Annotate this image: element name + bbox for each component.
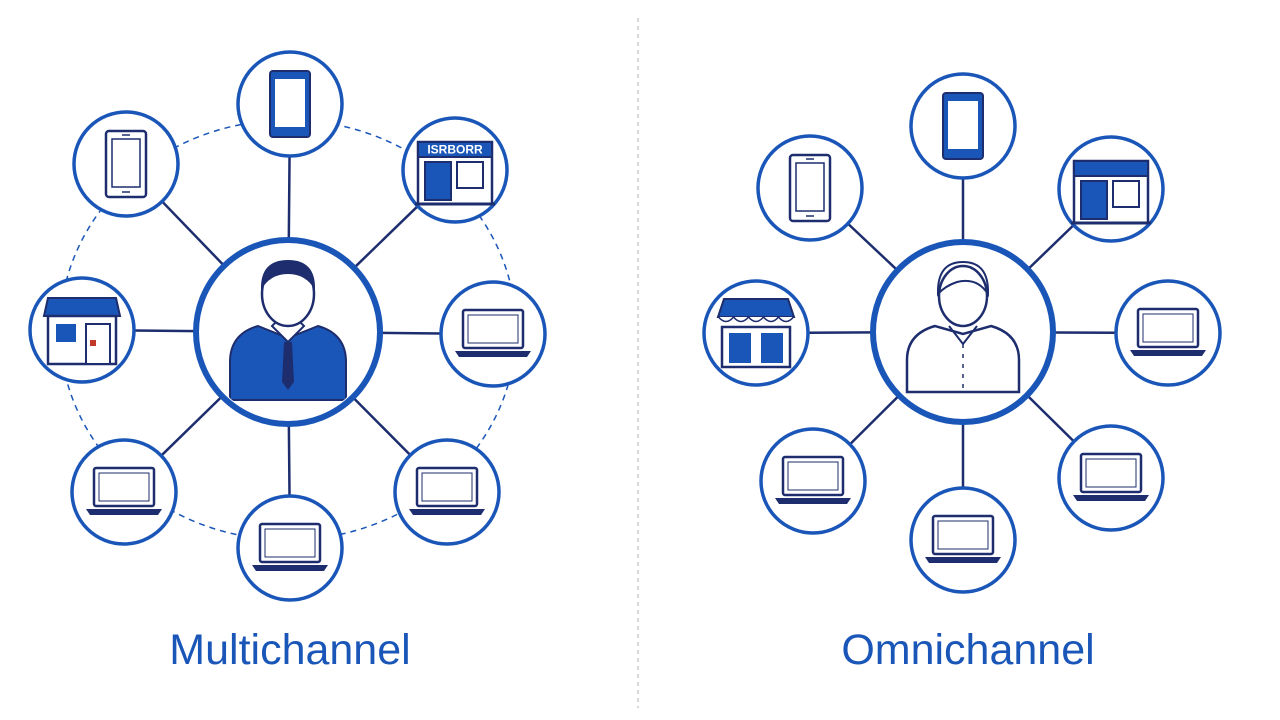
channel-node — [28, 276, 136, 384]
storefront-icon: ISRBORR — [415, 140, 495, 206]
hub-connector-line — [849, 394, 901, 446]
channel-node — [756, 134, 864, 242]
channel-node — [236, 494, 344, 602]
tablet-icon — [788, 153, 832, 223]
laptop-icon — [252, 522, 328, 571]
laptop-icon — [455, 308, 531, 357]
hub-connector-line — [1026, 224, 1075, 271]
laptop-icon — [1130, 307, 1206, 356]
laptop-icon — [925, 514, 1001, 563]
laptop-icon — [1073, 452, 1149, 501]
multichannel-title: Multichannel — [169, 626, 411, 674]
channel-node — [702, 279, 810, 387]
channel-node — [1057, 135, 1165, 243]
laptop-icon — [86, 466, 162, 515]
hub-node — [193, 237, 383, 427]
storefront-icon — [1071, 159, 1151, 225]
channel-node: ISRBORR — [401, 116, 509, 224]
laptop-icon — [409, 466, 485, 515]
hub-connector-line — [353, 205, 419, 269]
channel-node — [909, 72, 1017, 180]
shop-icon — [42, 297, 122, 366]
channel-node — [393, 438, 501, 546]
channel-node — [1114, 279, 1222, 387]
channel-node — [236, 50, 344, 158]
smartphone-icon — [269, 70, 311, 138]
omnichannel-diagram — [702, 72, 1222, 594]
channel-node — [909, 486, 1017, 594]
laptop-icon — [775, 455, 851, 504]
hub-connector-line — [287, 423, 291, 497]
multichannel-diagram: ISRBORR — [28, 50, 547, 602]
hub-connector-line — [161, 200, 226, 267]
channel-node — [72, 110, 180, 218]
svg-text:ISRBORR: ISRBORR — [427, 143, 483, 157]
market-stall-icon — [716, 298, 796, 369]
tablet-icon — [104, 129, 148, 199]
hub-connector-line — [847, 222, 899, 272]
person-outline-icon — [905, 260, 1021, 394]
hub-connector-line — [133, 329, 197, 333]
business-person-icon — [229, 260, 347, 401]
hub-connector-line — [287, 155, 291, 241]
hub-connector-line — [351, 396, 412, 456]
channel-node — [70, 438, 178, 546]
channel-node — [759, 427, 867, 535]
hub-connector-line — [1026, 394, 1075, 443]
hub-connector-line — [379, 331, 442, 335]
channel-node — [439, 280, 547, 388]
channel-node — [1057, 424, 1165, 532]
smartphone-icon — [942, 92, 984, 160]
hub-connector-line — [160, 395, 224, 457]
hub-node — [870, 239, 1056, 425]
omnichannel-title: Omnichannel — [841, 626, 1095, 674]
